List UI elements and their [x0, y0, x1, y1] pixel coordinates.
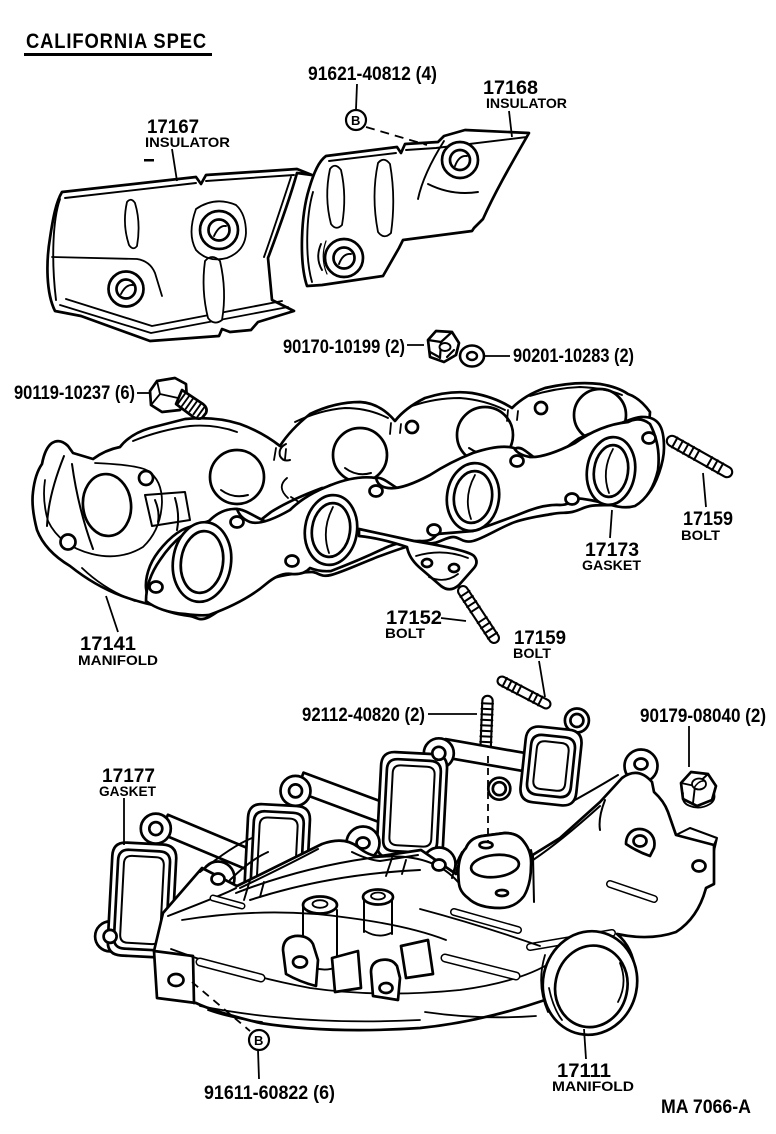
svg-text:90179-08040 (2): 90179-08040 (2) [640, 706, 766, 727]
svg-text:90119-10237 (6): 90119-10237 (6) [14, 383, 135, 404]
svg-text:92112-40820 (2): 92112-40820 (2) [302, 705, 425, 726]
svg-text:B: B [254, 1033, 263, 1048]
svg-text:BOLT: BOLT [681, 527, 720, 543]
svg-text:17173: 17173 [585, 540, 639, 561]
svg-text:90170-10199 (2): 90170-10199 (2) [283, 337, 405, 358]
svg-text:BOLT: BOLT [513, 645, 551, 661]
svg-text:91621-40812 (4): 91621-40812 (4) [308, 64, 437, 85]
svg-text:GASKET: GASKET [99, 783, 156, 799]
svg-text:MA 7066-A: MA 7066-A [661, 1097, 751, 1118]
svg-text:17159: 17159 [514, 628, 566, 649]
svg-text:CALIFORNIA SPEC: CALIFORNIA SPEC [26, 30, 207, 53]
svg-text:17168: 17168 [483, 78, 538, 99]
svg-text:17159: 17159 [683, 509, 733, 530]
svg-text:90201-10283 (2): 90201-10283 (2) [513, 346, 634, 367]
svg-text:MANIFOLD: MANIFOLD [78, 652, 158, 668]
svg-text:17177: 17177 [102, 766, 155, 787]
svg-text:17141: 17141 [80, 634, 136, 655]
svg-text:BOLT: BOLT [385, 625, 425, 641]
svg-text:17167: 17167 [147, 117, 199, 138]
svg-text:B: B [351, 113, 360, 128]
svg-text:INSULATOR: INSULATOR [486, 95, 567, 111]
svg-text:GASKET: GASKET [582, 557, 641, 573]
svg-text:17152: 17152 [386, 608, 442, 629]
svg-text:MANIFOLD: MANIFOLD [552, 1078, 634, 1094]
svg-text:91611-60822 (6): 91611-60822 (6) [204, 1083, 335, 1104]
svg-text:INSULATOR: INSULATOR [145, 134, 230, 150]
svg-text:17111: 17111 [557, 1061, 611, 1082]
